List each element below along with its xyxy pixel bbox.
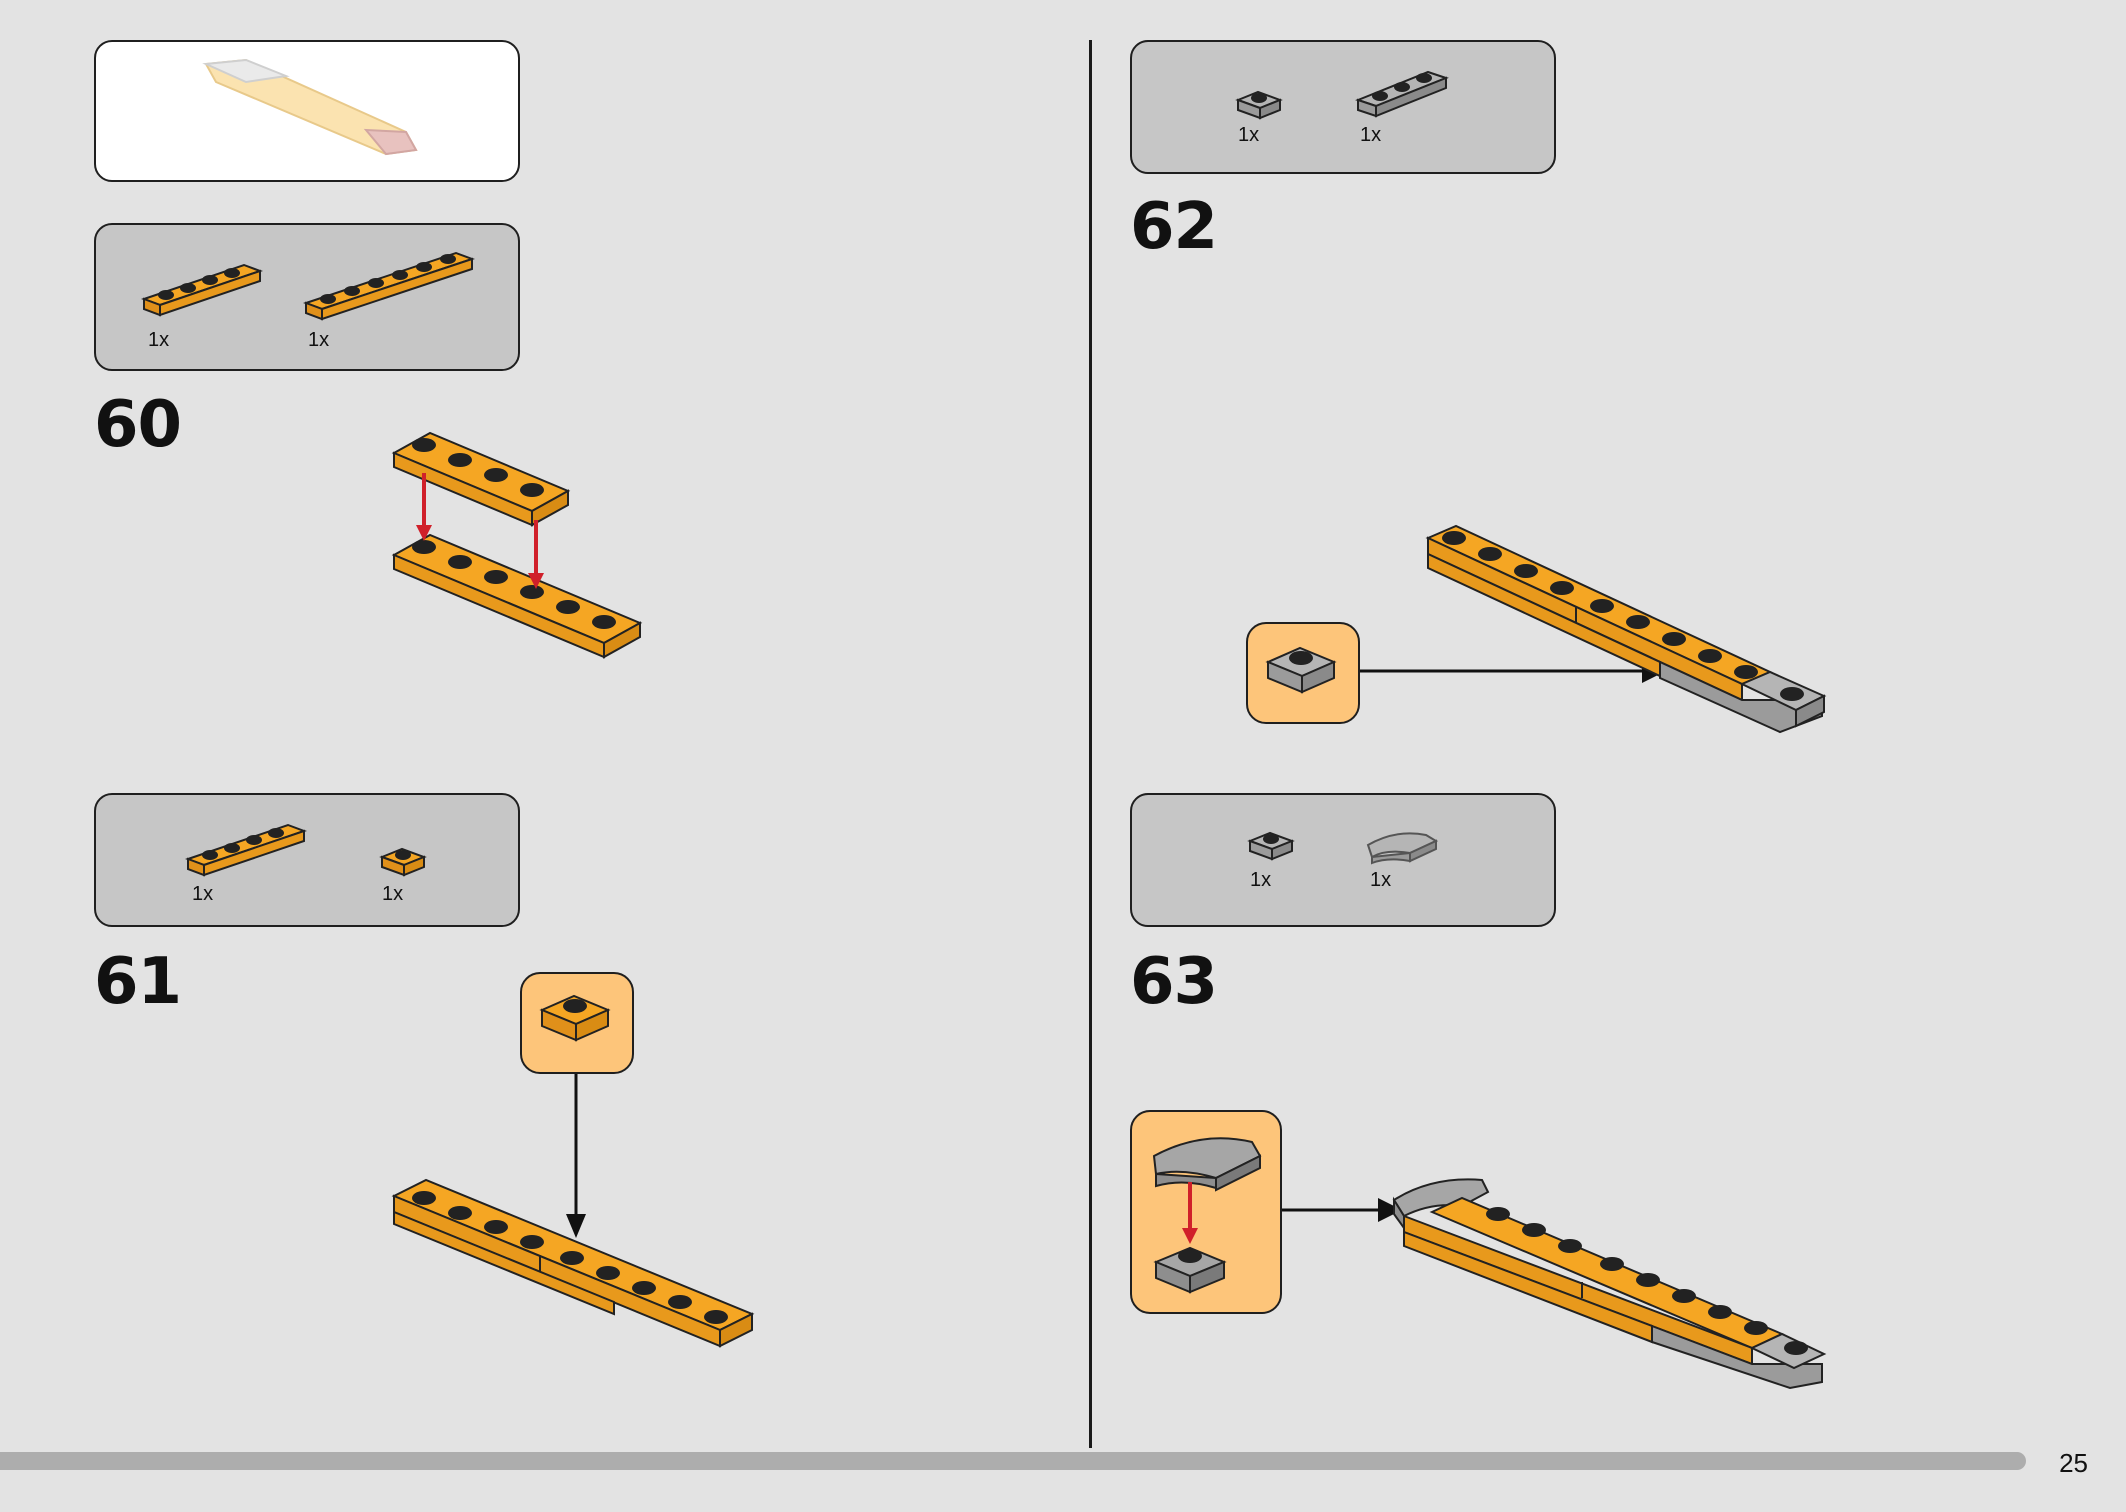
progress-bar [0, 1452, 2026, 1470]
sub-build-callout-step-63 [1130, 1110, 1282, 1314]
part-quantity: 1x [148, 329, 170, 351]
sub-build-callout-step-61 [520, 972, 634, 1074]
parts-list-step-60: 1x 1x [94, 223, 520, 371]
orange-plate-1x4-icon [185, 823, 307, 877]
gray-plate-1x1-icon [1265, 646, 1337, 694]
part-quantity: 1x [1238, 124, 1260, 146]
part-quantity: 1x [1360, 124, 1382, 146]
gray-round-plate-1x1-icon [1247, 831, 1295, 861]
orange-plate-1x1-icon [379, 847, 427, 877]
step-number: 60 [94, 388, 182, 462]
model-context-icon [202, 58, 418, 156]
page-divider [1089, 40, 1092, 1448]
gray-plate-1x1-icon [1235, 90, 1283, 120]
build-diagram-step-61 [391, 1074, 755, 1348]
model-context-panel [94, 40, 520, 182]
part-quantity: 1x [1250, 869, 1272, 891]
sub-build-step-63-icon [1152, 1137, 1262, 1294]
step-number: 63 [1130, 945, 1218, 1019]
page-number: 25 [2059, 1448, 2088, 1478]
part-quantity: 1x [192, 883, 214, 905]
build-diagram-step-63 [1282, 1178, 1827, 1390]
orange-plate-1x4-icon [141, 263, 263, 317]
gray-plate-1x3-icon [1355, 70, 1449, 118]
parts-list-step-61: 1x 1x [94, 793, 520, 927]
orange-plate-1x1-icon [539, 994, 611, 1042]
step-number: 61 [94, 945, 182, 1019]
gray-curved-slope-icon [1366, 832, 1439, 865]
part-quantity: 1x [1370, 869, 1392, 891]
part-quantity: 1x [308, 329, 330, 351]
step-number: 62 [1130, 190, 1218, 264]
build-diagram-step-60 [391, 431, 643, 659]
part-quantity: 1x [382, 883, 404, 905]
orange-plate-1x6-icon [303, 251, 475, 321]
parts-list-step-62: 1x 1x [1130, 40, 1556, 174]
sub-build-callout-step-62 [1246, 622, 1360, 724]
build-diagram-step-62 [1360, 524, 1827, 734]
parts-list-step-63: 1x 1x [1130, 793, 1556, 927]
